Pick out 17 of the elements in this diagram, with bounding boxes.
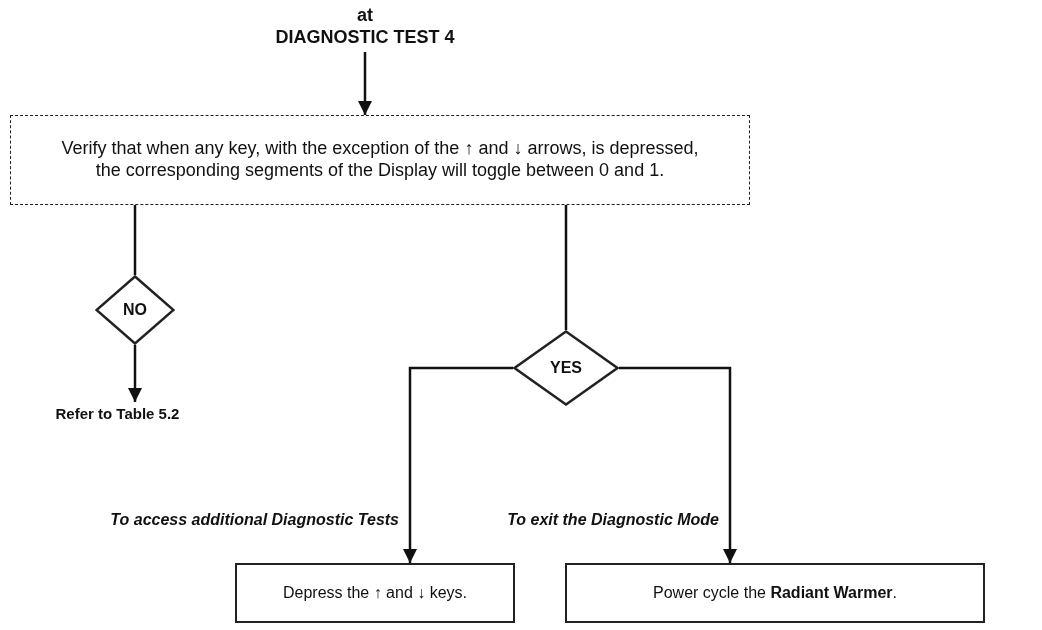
process-box	[10, 115, 750, 205]
heading-text: DIAGNOSTIC TEST 4	[275, 27, 455, 49]
decision-diamond	[95, 275, 175, 345]
node-text: Verify that when any key, with the exception of the ↑ and ↓ arrows, is depressed, the corresponding segments of the Display will toggle between 0 and 1.	[60, 138, 700, 182]
heading-text: Refer to Table 5.2	[55, 405, 180, 423]
node-text: Depress the ↑ and ↓ keys.	[282, 583, 468, 603]
arrow	[619, 366, 737, 563]
arrow	[403, 366, 513, 563]
arrow	[128, 345, 142, 402]
heading-text: at	[357, 5, 373, 27]
arrow	[358, 52, 372, 115]
node-text: NO	[123, 300, 147, 320]
process-box	[235, 563, 515, 623]
process-box	[565, 563, 985, 623]
decision-diamond	[513, 330, 619, 406]
node-text: Power cycle the Radiant Warmer.	[653, 583, 897, 603]
node-text: YES	[550, 358, 582, 378]
